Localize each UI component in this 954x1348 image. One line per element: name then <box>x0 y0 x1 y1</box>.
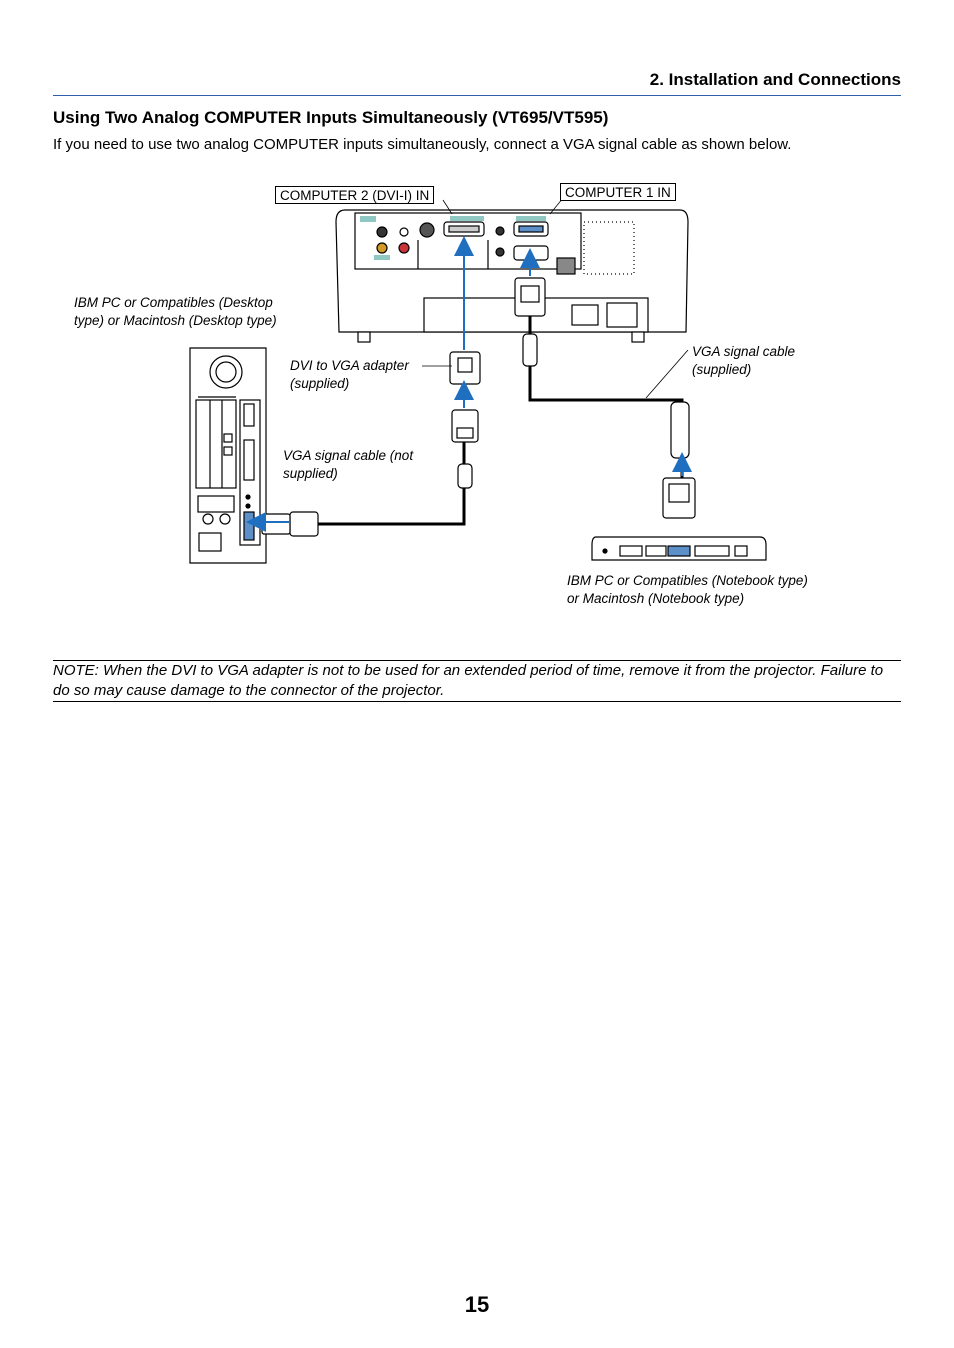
connector-plugs <box>261 277 696 537</box>
page-heading: Using Two Analog COMPUTER Inputs Simulta… <box>53 108 609 127</box>
note-rule-top <box>53 660 901 661</box>
connection-diagram <box>189 197 767 564</box>
intro-text: If you need to use two analog COMPUTER i… <box>53 136 792 153</box>
desktop-pc-illustration <box>189 347 267 564</box>
header-rule <box>53 95 901 96</box>
notebook-label: IBM PC or Compatibles (Notebook type) or… <box>567 573 808 606</box>
adapter-label: DVI to VGA adapter (supplied) <box>290 358 409 391</box>
cables <box>315 315 684 526</box>
note-text: NOTE: When the DVI to VGA adapter is not… <box>53 662 884 699</box>
projector-illustration <box>335 209 689 343</box>
note-rule-bottom <box>53 701 901 702</box>
vga-not-supplied-label: VGA signal cable (not supplied) <box>283 448 414 481</box>
desktop-label: IBM PC or Compatibles (Desktop type) or … <box>74 295 277 328</box>
port-label-computer2: COMPUTER 2 (DVI-I) IN <box>275 186 435 204</box>
vga-supplied-label: VGA signal cable (supplied) <box>692 344 796 377</box>
connection-arrows <box>246 236 692 532</box>
notebook-pc-illustration <box>591 536 767 561</box>
port-label-computer1: COMPUTER 1 IN <box>560 183 676 201</box>
section-title: 2. Installation and Connections <box>649 70 901 89</box>
page-number: 15 <box>464 1292 490 1317</box>
